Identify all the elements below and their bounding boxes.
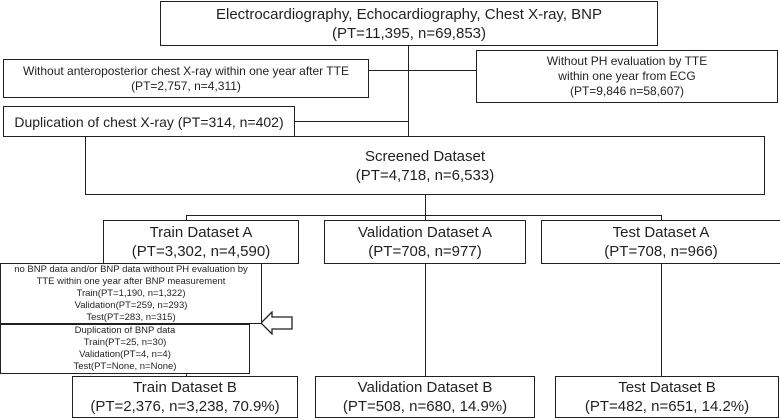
exclusion-no-bnp-validation: Validation(PT=259, n=293) <box>74 299 188 311</box>
train-dataset-a-counts: (PT=3,302, n=4,590) <box>131 243 271 260</box>
validation-dataset-b-box: Validation Dataset B (PT=508, n=680, 14.… <box>315 376 535 418</box>
train-dataset-a-title: Train Dataset A <box>149 224 253 241</box>
test-dataset-a-counts: (PT=708, n=966) <box>604 243 718 260</box>
validation-dataset-a-title: Validation Dataset A <box>358 224 492 241</box>
test-dataset-a-title: Test Dataset A <box>612 224 710 241</box>
connector-to-dup-xray-exclusion <box>295 121 409 123</box>
train-dataset-b-box: Train Dataset B (PT=2,376, n=3,238, 70.9… <box>72 376 298 418</box>
connector-to-xray-exclusion <box>368 70 409 72</box>
connector-to-ph-exclusion <box>408 70 476 72</box>
exclusion-no-ph-evaluation-label-1: Without PH evaluation by TTE <box>546 54 708 68</box>
train-dataset-a-box: Train Dataset A (PT=3,302, n=4,590) <box>103 220 299 264</box>
validation-dataset-a-box: Validation Dataset A (PT=708, n=977) <box>324 220 526 264</box>
exclusion-no-bnp-train: Train(PT=1,190, n=1,322) <box>76 287 186 299</box>
exclusion-duplicate-bnp-test: Test(PT=None, n=None) <box>73 361 177 372</box>
source-data-title: Electrocardiography, Echocardiography, C… <box>215 5 602 23</box>
exclusion-no-ph-evaluation-counts: (PT=9,846 n=58,607) <box>569 84 685 98</box>
validation-dataset-b-title: Validation Dataset B <box>357 379 493 396</box>
exclusion-arrow-icon <box>260 311 293 335</box>
connector-trunk-top <box>408 46 410 136</box>
exclusion-no-bnp-label-1: no BNP data and/or BNP data without PH e… <box>14 263 248 275</box>
connector-split-bar <box>186 215 662 217</box>
connector-to-train-a <box>186 215 188 220</box>
source-data-counts: (PT=11,395, n=69,853) <box>332 24 486 42</box>
screened-dataset-counts: (PT=4,718, n=6,533) <box>355 166 495 184</box>
exclusion-no-bnp-test: Test(PT=283, n=315) <box>86 311 176 323</box>
train-dataset-b-counts: (PT=2,376, n=3,238, 70.9%) <box>90 398 280 415</box>
exclusion-duplicate-bnp-validation: Validation(PT=4, n=4) <box>79 349 171 360</box>
exclusion-duplicate-bnp-label: Duplication of BNP data <box>74 325 176 336</box>
exclusion-no-ph-evaluation-label-2: within one year from ECG <box>558 69 696 83</box>
test-dataset-b-title: Test Dataset B <box>618 379 716 396</box>
screened-dataset-title: Screened Dataset <box>364 147 486 165</box>
validation-dataset-a-counts: (PT=708, n=977) <box>368 243 482 260</box>
test-dataset-b-counts: (PT=482, n=651, 14.2%) <box>584 398 750 415</box>
exclusion-no-chest-xray-box: Without anteroposterior chest X-ray with… <box>3 59 369 98</box>
exclusion-duplicate-bnp-box: Duplication of BNP data Train(PT=25, n=3… <box>0 324 250 374</box>
test-dataset-b-box: Test Dataset B (PT=482, n=651, 14.2%) <box>555 376 779 418</box>
exclusion-duplicate-chest-xray-box: Duplication of chest X-ray (PT=314, n=40… <box>3 106 295 137</box>
connector-to-test-a <box>661 215 663 220</box>
validation-dataset-b-counts: (PT=508, n=680, 14.9%) <box>342 398 508 415</box>
exclusion-duplicate-chest-xray-label: Duplication of chest X-ray (PT=314, n=40… <box>14 113 284 130</box>
connector-test-a-to-b <box>661 263 663 376</box>
exclusion-no-ph-evaluation-box: Without PH evaluation by TTE within one … <box>476 50 778 103</box>
exclusion-no-chest-xray-counts: (PT=2,757, n=4,311) <box>131 78 241 93</box>
train-dataset-b-title: Train Dataset B <box>133 379 237 396</box>
exclusion-no-bnp-label-2: TTE within one year after BNP measuremen… <box>36 275 226 287</box>
connector-to-validation-a <box>425 215 427 220</box>
source-data-box: Electrocardiography, Echocardiography, C… <box>160 1 658 46</box>
exclusion-no-bnp-box: no BNP data and/or BNP data without PH e… <box>0 263 262 324</box>
exclusion-no-chest-xray-label: Without anteroposterior chest X-ray with… <box>23 63 349 78</box>
connector-validation-a-to-b <box>425 263 427 376</box>
exclusion-duplicate-bnp-train: Train(PT=25, n=30) <box>83 337 167 348</box>
connector-screened-down <box>425 195 427 216</box>
test-dataset-a-box: Test Dataset A (PT=708, n=966) <box>541 220 780 264</box>
screened-dataset-box: Screened Dataset (PT=4,718, n=6,533) <box>85 136 765 195</box>
